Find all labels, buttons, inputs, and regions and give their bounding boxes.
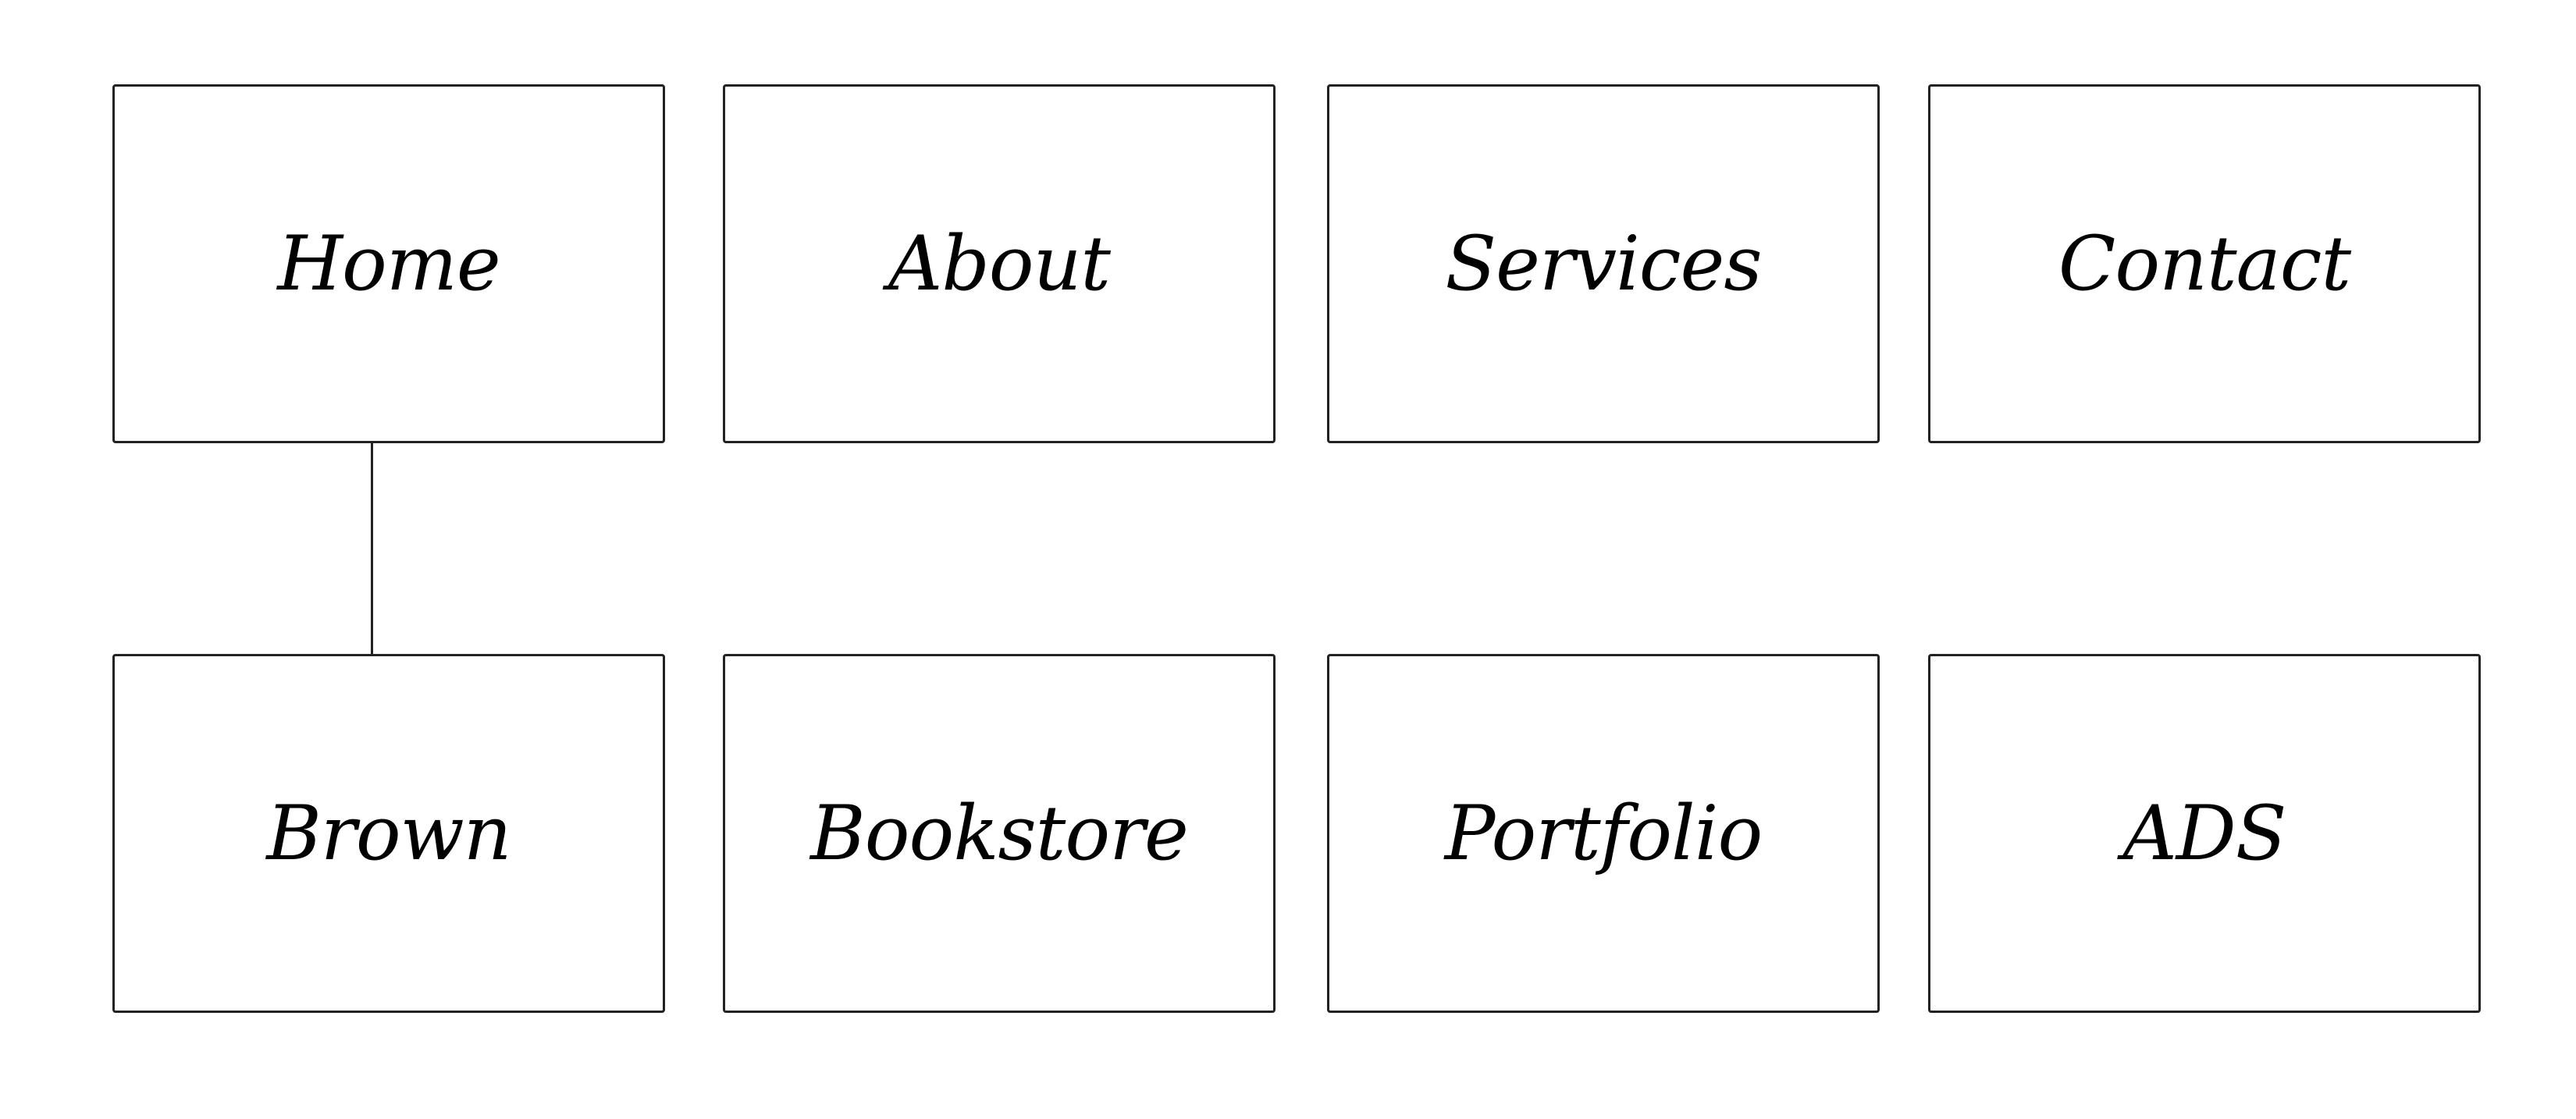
node-ads-label: ADS <box>2122 790 2286 877</box>
node-bookstore-label: Bookstore <box>810 790 1189 877</box>
node-brown[interactable]: Brown <box>112 654 665 1013</box>
connector-home-brown <box>371 443 373 654</box>
node-bookstore[interactable]: Bookstore <box>723 654 1276 1013</box>
node-home[interactable]: Home <box>112 84 665 443</box>
node-brown-label: Brown <box>266 790 511 877</box>
node-portfolio-label: Portfolio <box>1444 790 1763 877</box>
node-services[interactable]: Services <box>1327 84 1880 443</box>
node-contact-label: Contact <box>2058 220 2351 307</box>
node-about[interactable]: About <box>723 84 1276 443</box>
node-ads[interactable]: ADS <box>1928 654 2481 1013</box>
node-portfolio[interactable]: Portfolio <box>1327 654 1880 1013</box>
node-contact[interactable]: Contact <box>1928 84 2481 443</box>
node-about-label: About <box>888 220 1111 307</box>
node-home-label: Home <box>277 220 500 307</box>
node-services-label: Services <box>1445 220 1762 307</box>
